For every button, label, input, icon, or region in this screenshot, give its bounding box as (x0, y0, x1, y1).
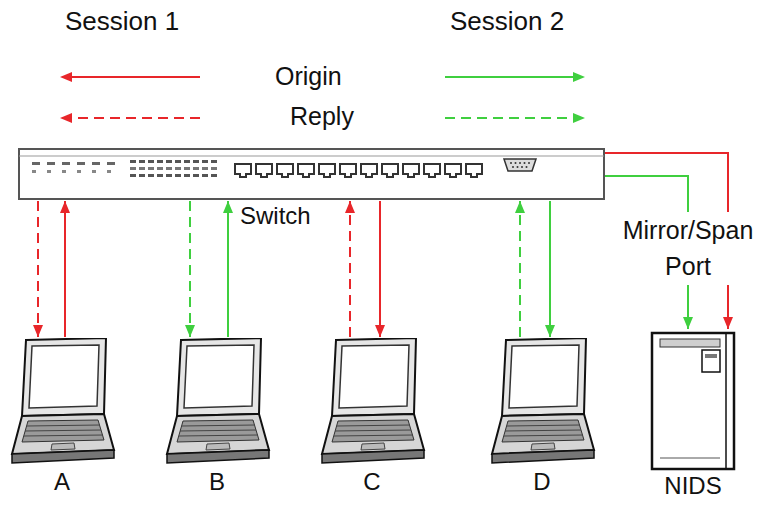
session-label: Session 1 (65, 6, 179, 37)
switch-drawing (18, 148, 605, 200)
arrow-head (573, 113, 585, 123)
arrow-head (60, 72, 72, 82)
arrow-head (33, 325, 43, 337)
arrow-head (223, 201, 233, 213)
laptop-host: D (488, 338, 596, 496)
network-switch: Switch (18, 148, 605, 200)
connector-line (189, 201, 191, 337)
laptop-drawing (318, 338, 426, 468)
arrow-head (573, 72, 585, 82)
laptop-drawing (488, 338, 596, 468)
reply-sample (70, 117, 200, 119)
session-arrow (223, 201, 233, 337)
session-label: Session 2 (450, 6, 564, 37)
laptop-host: B (163, 338, 271, 496)
server-drawing (648, 330, 738, 472)
arrow-head (683, 317, 693, 329)
connector-line (549, 201, 551, 337)
host-label: NIDS (648, 472, 738, 500)
connector-line (227, 201, 229, 337)
arrow-head (60, 201, 70, 213)
legend-text: Reply (290, 102, 354, 131)
arrow-head (515, 201, 525, 213)
arrow-head (375, 325, 385, 337)
arrow-head (345, 201, 355, 213)
reply-sample (445, 117, 575, 119)
laptop-drawing (163, 338, 271, 468)
session-arrow (515, 201, 525, 337)
session-arrow (345, 201, 355, 337)
arrow-head (185, 325, 195, 337)
origin-sample (445, 76, 575, 78)
device-label: Switch (240, 202, 311, 230)
laptop-drawing (8, 338, 116, 468)
connector-line (37, 201, 39, 337)
session-arrow (545, 201, 555, 337)
host-label: C (318, 468, 426, 496)
origin-sample (70, 76, 200, 78)
host-label: B (163, 468, 271, 496)
arrow-head (60, 113, 72, 123)
session-arrow (60, 201, 70, 337)
legend-text: Origin (275, 62, 342, 91)
arrow-head (545, 325, 555, 337)
host-label: D (488, 468, 596, 496)
session-arrow (185, 201, 195, 337)
connector-line (379, 201, 381, 337)
laptop-host: A (8, 338, 116, 496)
session-arrow (33, 201, 43, 337)
port-label: Mirror/Span Port (608, 212, 768, 285)
connector-line (64, 201, 66, 337)
connector-line (519, 201, 521, 337)
connector-line (349, 201, 351, 337)
nids-server: NIDS (648, 330, 738, 500)
host-label: A (8, 468, 116, 496)
arrow-head (723, 317, 733, 329)
laptop-host: C (318, 338, 426, 496)
session-arrow (375, 201, 385, 337)
